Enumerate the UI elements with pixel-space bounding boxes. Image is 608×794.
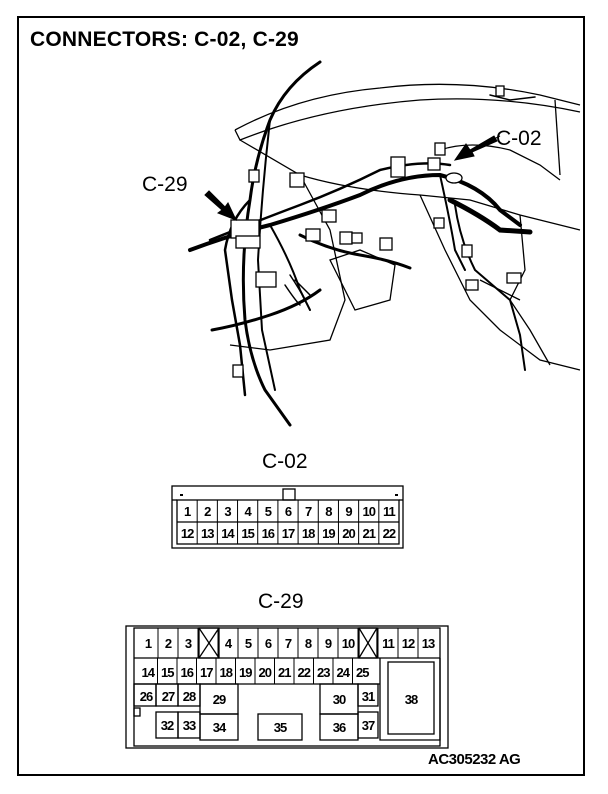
c29-pin-28: 28 xyxy=(182,688,196,704)
c02-pin-22: 22 xyxy=(382,526,396,541)
c02-pin-4: 4 xyxy=(244,504,252,519)
c02-pin-7: 7 xyxy=(305,504,312,519)
c29-pin-25: 25 xyxy=(356,664,369,680)
c02-pin-6: 6 xyxy=(284,504,292,519)
c29-pin-35: 35 xyxy=(273,719,287,735)
c02-pin-2: 2 xyxy=(204,504,211,519)
c29-pin-29: 29 xyxy=(212,691,226,707)
c02-pin-5: 5 xyxy=(264,504,272,519)
c29-pin-17: 17 xyxy=(200,664,213,680)
c29-pin-10: 10 xyxy=(341,635,355,651)
c29-pin-14: 14 xyxy=(141,664,155,680)
c29-connector-label: C-29 xyxy=(258,590,304,613)
c02-pin-16: 16 xyxy=(261,526,275,541)
callout-c29-label: C-29 xyxy=(142,173,188,196)
c02-pin-14: 14 xyxy=(221,526,234,541)
c29-pin-31: 31 xyxy=(361,688,375,704)
c02-pin-20: 20 xyxy=(342,526,355,541)
c29-pin-blank-3 xyxy=(198,632,218,654)
c29-pin-36: 36 xyxy=(332,719,346,735)
c29-pin-19: 19 xyxy=(239,664,252,680)
c29-pin-32: 32 xyxy=(160,717,174,733)
c02-pin-10: 10 xyxy=(362,504,375,519)
c02-connector-label: C-02 xyxy=(262,450,308,473)
callout-c02-label: C-02 xyxy=(496,127,542,150)
c02-pin-17: 17 xyxy=(281,526,295,541)
c02-pin-18: 18 xyxy=(301,526,315,541)
c29-pin-20: 20 xyxy=(258,664,272,680)
c29-pin-2: 2 xyxy=(164,635,172,651)
c29-pin-24: 24 xyxy=(336,664,350,680)
c02-pin-15: 15 xyxy=(241,526,254,541)
c29-pin-22: 22 xyxy=(297,664,311,680)
c02-pin-3: 3 xyxy=(224,504,231,519)
c02-pin-19: 19 xyxy=(322,526,335,541)
c29-pin-6: 6 xyxy=(264,635,272,651)
c29-pin-1: 1 xyxy=(144,635,152,651)
c29-pin-3: 3 xyxy=(184,635,192,651)
c29-pin-34: 34 xyxy=(212,719,226,735)
c29-pin-7: 7 xyxy=(284,635,292,651)
c29-pin-21: 21 xyxy=(278,664,291,680)
c29-pin-4: 4 xyxy=(224,635,232,651)
c29-pin-37: 37 xyxy=(361,717,375,733)
c29-pin-15: 15 xyxy=(161,664,174,680)
c02-pin-13: 13 xyxy=(201,526,214,541)
c29-pin-38: 38 xyxy=(404,691,418,707)
figure-code: AC305232 AG xyxy=(428,751,521,768)
c29-pin-5: 5 xyxy=(244,635,252,651)
c29-pin-18: 18 xyxy=(219,664,233,680)
c02-pin-21: 21 xyxy=(362,526,375,541)
c29-pin-33: 33 xyxy=(182,717,196,733)
c29-pin-23: 23 xyxy=(317,664,330,680)
c29-pin-30: 30 xyxy=(332,691,346,707)
c02-pin-12: 12 xyxy=(180,526,194,541)
c29-pin-11: 11 xyxy=(382,635,395,651)
c29-pin-8: 8 xyxy=(304,635,312,651)
c29-pin-16: 16 xyxy=(180,664,194,680)
c29-pin-27: 27 xyxy=(161,688,175,704)
c02-pin-11: 11 xyxy=(383,504,396,519)
c29-pin-blank-11 xyxy=(358,632,378,654)
c02-pin-1: 1 xyxy=(183,504,191,519)
c02-pin-9: 9 xyxy=(345,504,352,519)
page-title: CONNECTORS: C-02, C-29 xyxy=(30,28,299,51)
c29-pin-9: 9 xyxy=(324,635,332,651)
figure-frame xyxy=(17,16,585,776)
c29-pin-26: 26 xyxy=(139,688,153,704)
c02-pin-8: 8 xyxy=(325,504,332,519)
c29-pin-12: 12 xyxy=(401,635,415,651)
c29-pin-13: 13 xyxy=(421,635,435,651)
